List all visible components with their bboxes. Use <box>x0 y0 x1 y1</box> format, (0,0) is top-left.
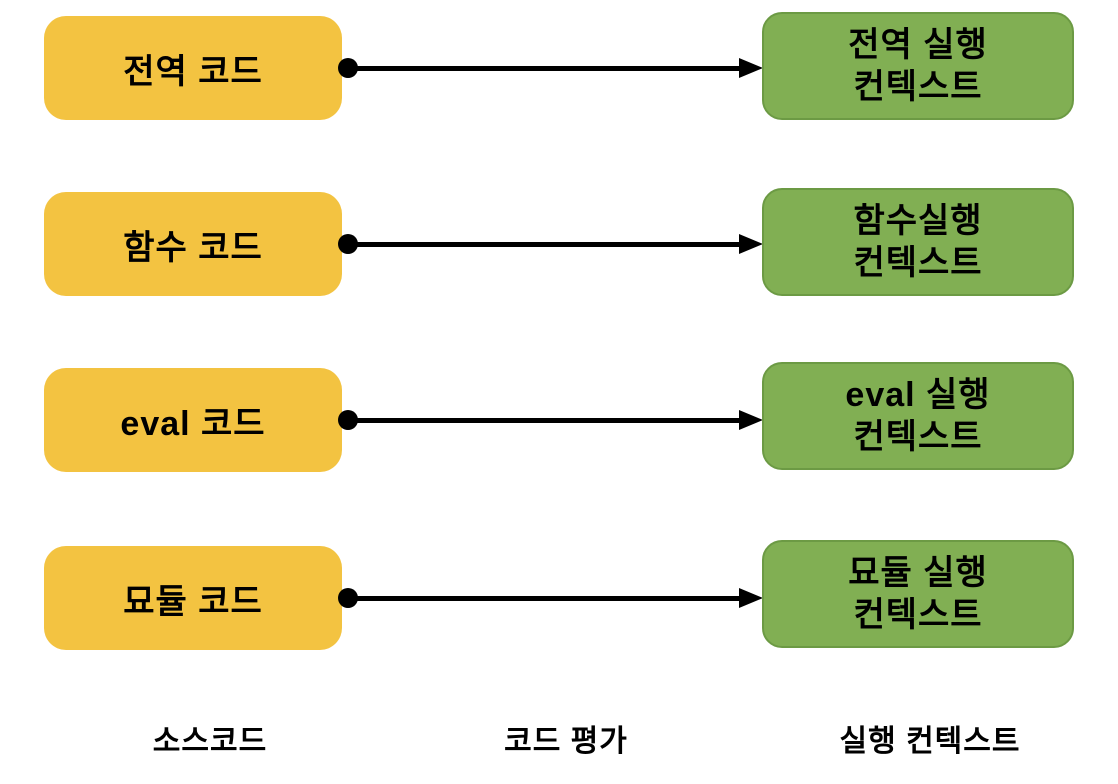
target-box-label-line2: 컨텍스트 <box>853 418 983 456</box>
target-box-label-line1: eval 실행 <box>845 375 991 414</box>
target-box-module-execution-context: 묘듈 실행 컨텍스트 <box>762 540 1074 648</box>
target-box-label-line2: 컨텍스트 <box>853 244 983 282</box>
source-box-label: 함수 코드 <box>123 228 263 267</box>
source-box-label: 묘듈 코드 <box>123 582 263 621</box>
arrow-line <box>348 65 740 71</box>
column-label-code-evaluation: 코드 평가 <box>504 725 628 758</box>
arrow-head-icon <box>739 234 763 254</box>
arrow-head-icon <box>739 588 763 608</box>
target-box-label-line2: 컨텍스트 <box>853 596 983 634</box>
arrow-connector <box>338 588 763 608</box>
arrow-line <box>348 417 740 423</box>
arrow-connector <box>338 58 763 78</box>
source-box-eval: eval 코드 <box>44 368 342 472</box>
source-box-module: 묘듈 코드 <box>44 546 342 650</box>
target-box-eval-execution-context: eval 실행 컨텍스트 <box>762 362 1074 470</box>
target-box-label-line2: 컨텍스트 <box>853 68 983 106</box>
source-box-global: 전역 코드 <box>44 16 342 120</box>
source-box-function: 함수 코드 <box>44 192 342 296</box>
target-box-label-line1: 함수실행 <box>853 201 983 240</box>
target-box-function-execution-context: 함수실행 컨텍스트 <box>762 188 1074 296</box>
column-label-source-code: 소스코드 <box>152 725 268 758</box>
target-box-label-line1: 묘듈 실행 <box>848 553 988 592</box>
arrow-head-icon <box>739 410 763 430</box>
arrow-connector <box>338 410 763 430</box>
arrow-connector <box>338 234 763 254</box>
target-box-label-line1: 전역 실행 <box>848 25 988 64</box>
arrow-line <box>348 595 740 601</box>
target-box-global-execution-context: 전역 실행 컨텍스트 <box>762 12 1074 120</box>
source-box-label: eval 코드 <box>120 404 266 443</box>
column-label-execution-context: 실행 컨텍스트 <box>839 725 1021 758</box>
arrow-head-icon <box>739 58 763 78</box>
arrow-line <box>348 241 740 247</box>
source-box-label: 전역 코드 <box>123 52 263 91</box>
